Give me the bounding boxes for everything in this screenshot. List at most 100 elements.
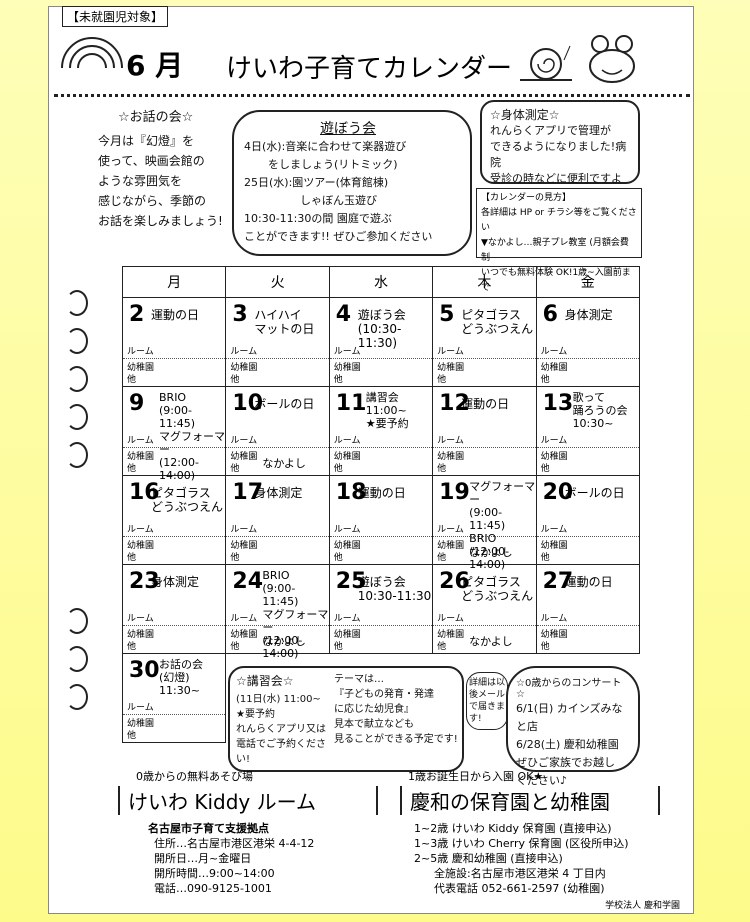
kindergarten-label: 幼稚園 他 [333, 630, 361, 652]
measure-box: ☆身体測定☆ れんらくアプリで管理が できるようになりました!病院 受診の時など… [480, 100, 640, 187]
kindergarten-label: 幼稚園 他 [127, 541, 155, 563]
story-line: 使って、映画会館の [98, 154, 205, 168]
day-number: 24 [232, 569, 264, 594]
day-number: 19 [439, 480, 470, 505]
concert-line: 6/28(土) 慶和幼稚園 [516, 738, 619, 751]
cell-divider [226, 536, 329, 537]
nursery-sub: 1歳お誕生日から入園 OK★ [408, 770, 544, 783]
day-event: 身体測定 [151, 575, 200, 589]
day-number: 25 [335, 569, 367, 594]
day-number: 30 [129, 658, 160, 683]
calendar-title: けいわ子育てカレンダー [226, 54, 513, 84]
day-number: 17 [232, 480, 264, 505]
day-number: 10 [232, 391, 264, 416]
day-event: 遊ぼう会 10:30-11:30 [357, 575, 432, 603]
cell-divider [226, 358, 329, 359]
day-number: 2 [129, 302, 145, 327]
day-event: 遊ぼう会 (10:30-11:30) [357, 308, 406, 350]
day-number: 5 [439, 302, 455, 327]
nursery-line: 2~5歳 慶和幼稚園 (直接申込) [414, 852, 563, 865]
day-event: ピタゴラス どうぶつえん [461, 308, 534, 336]
play-line: ことができます!! ぜひご参加ください [244, 230, 433, 243]
nursery-name: 慶和の保育園と幼稚園 [400, 786, 660, 815]
seminar-box: ☆講習会☆ (11日(水) 11:00~ ★要予約 れんらくアプリ又は 電話でご… [228, 666, 464, 772]
kindergarten-label: 幼稚園 他 [230, 452, 258, 474]
day-event: ボールの日 [564, 486, 625, 500]
room-label: ルーム [333, 436, 361, 446]
kiddy-line: 開所時間…9:00~14:00 [154, 867, 275, 880]
day-number: 6 [542, 302, 558, 327]
day-event: ピタゴラス どうぶつえん [461, 575, 534, 603]
concert-body: 6/1(日) カインズみなと店 6/28(土) 慶和幼稚園 ぜひご家族でお越し … [516, 700, 630, 790]
day-number: 13 [542, 391, 574, 416]
room-label: ルーム [127, 703, 154, 713]
day-event: お話の会 (幻燈) 11:30~ [159, 658, 203, 697]
seminar-line: 電話でご予約ください! [236, 739, 326, 765]
room-label: ルーム [540, 436, 568, 446]
weekday-header: 水 [328, 266, 434, 298]
detail-note: 詳細は以後メールで届きます! [466, 672, 508, 730]
cell-divider [433, 536, 536, 537]
room-label: ルーム [540, 525, 568, 535]
target-tag: 【未就園児対象】 [62, 6, 169, 27]
day-event: BRIO (9:00-11:45) マグフォーマー (12:00-14:00) [159, 391, 225, 482]
kindergarten-event: なかよし [262, 635, 306, 648]
room-label: ルーム [437, 436, 464, 446]
kindergarten-label: 幼稚園 他 [127, 363, 155, 385]
nursery-details: 1~2歳 けいわ Kiddy 保育園 (直接申込) 1~3歳 けいわ Cherr… [414, 821, 660, 896]
weekday-header: 木 [432, 266, 537, 298]
weekday-header: 火 [225, 266, 330, 298]
weekday-header: 金 [535, 266, 641, 298]
cell-divider [329, 536, 433, 537]
kiddy-line: 住所…名古屋市港区港栄 4-4-12 [154, 837, 315, 850]
kindergarten-event: なかよし [262, 457, 306, 470]
theme-line: 見ることができる予定です! [334, 734, 458, 745]
kindergarten-label: 幼稚園 他 [230, 363, 258, 385]
day-number: 16 [129, 480, 160, 505]
room-label: ルーム [127, 436, 154, 446]
cell-divider [123, 358, 226, 359]
kindergarten-event: なかよし [469, 635, 513, 648]
guide-line: 各詳細は HP or チラシ等をご覧ください [481, 208, 637, 233]
seminar-theme: テーマは… 『子どもの発育・発達 に応じた幼児食』 見本で献立なども 見ることが… [334, 672, 462, 747]
kiddy-line: 電話…090-9125-1001 [154, 882, 272, 895]
room-label: ルーム [127, 614, 154, 624]
concert-box: ☆0歳からのコンサート☆ 6/1(日) カインズみなと店 6/28(土) 慶和幼… [506, 666, 640, 787]
cell-divider [226, 625, 329, 626]
seminar-line: ★要予約 [236, 709, 275, 720]
room-label: ルーム [127, 347, 154, 357]
theme-line: 見本で献立なども [334, 719, 414, 730]
measure-body: れんらくアプリで管理が できるようになりました!病院 受診の時などに便利ですよ [490, 123, 630, 187]
theme-line: に応じた幼児食』 [334, 704, 414, 715]
kindergarten-label: 幼稚園 他 [540, 630, 568, 652]
day-event: BRIO (9:00-11:45) マグフォーマー (12:00-14:00) [262, 569, 329, 660]
cell-divider [123, 447, 226, 448]
measure-title: ☆身体測定☆ [490, 108, 560, 122]
kindergarten-label: 幼稚園 他 [333, 363, 361, 385]
room-label: ルーム [333, 347, 361, 357]
concert-line: 6/1(日) カインズみなと店 [516, 702, 623, 733]
kindergarten-label: 幼稚園 他 [127, 719, 155, 741]
cell-divider [433, 358, 536, 359]
day-number: 9 [129, 391, 145, 416]
kindergarten-label: 幼稚園 他 [230, 541, 258, 563]
nursery-line: 1~2歳 けいわ Kiddy 保育園 (直接申込) [414, 822, 612, 835]
cell-divider [536, 625, 639, 626]
play-line: 4日(水):音楽に合わせて楽器遊び [244, 140, 407, 153]
measure-line: 受診の時などに便利ですよ [490, 172, 622, 185]
day-event: マグフォーマー (9:00-11:45) BRIO (12:00-14:00) [469, 480, 536, 571]
kindergarten-label: 幼稚園 他 [437, 363, 465, 385]
kiddy-org: 名古屋市子育て支援拠点 [148, 822, 269, 835]
room-label: ルーム [540, 347, 568, 357]
nursery-info: 1歳お誕生日から入園 OK★ 慶和の保育園と幼稚園 1~2歳 けいわ Kiddy… [400, 768, 660, 896]
kindergarten-label: 幼稚園 他 [437, 541, 465, 563]
kindergarten-label: 幼稚園 他 [127, 630, 155, 652]
cell-divider [123, 714, 226, 715]
room-event: 運動の日 [151, 308, 200, 322]
kiddy-line: 開所日…月~金曜日 [154, 852, 252, 865]
